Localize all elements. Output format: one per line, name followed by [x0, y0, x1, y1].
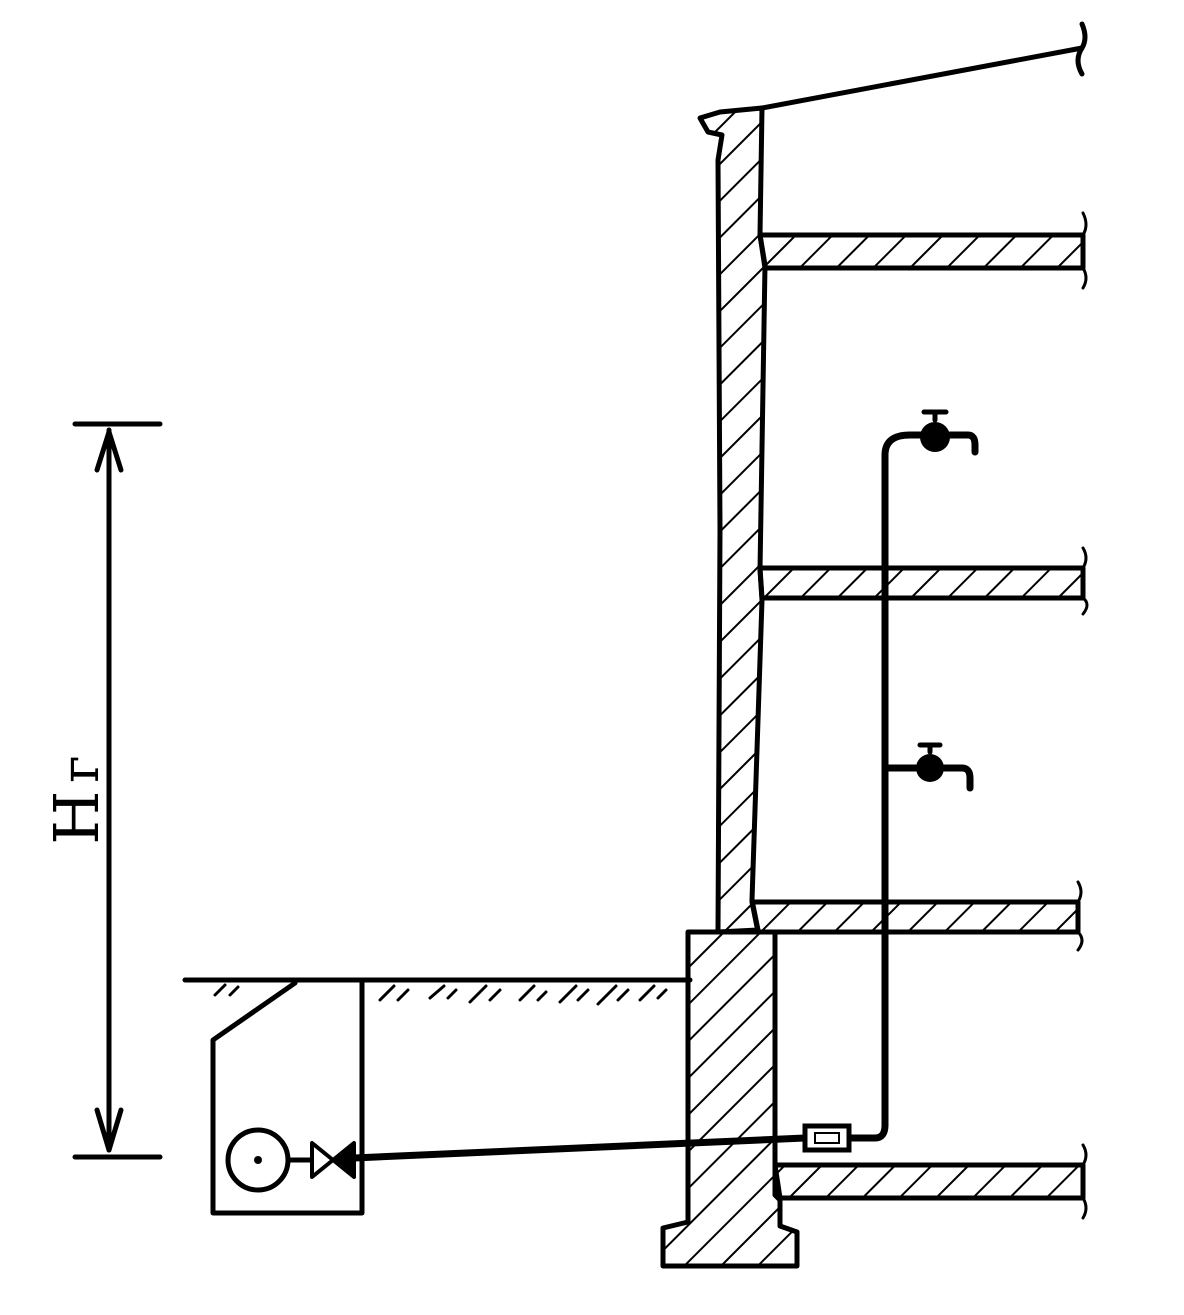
- floor-slab-upper: [757, 232, 1086, 271]
- ground-surface: [182, 977, 693, 1006]
- pump-icon: [225, 1127, 315, 1193]
- floor-slab-ground: [749, 899, 1081, 935]
- exterior-wall: [697, 105, 768, 935]
- faucet-upper-icon: [920, 409, 979, 456]
- basement-floor-slab: [772, 1162, 1086, 1201]
- pump-pit: [210, 980, 365, 1216]
- supply-pipe: [350, 431, 929, 1162]
- floor-slab-middle: [757, 565, 1086, 601]
- height-label: Hг: [40, 755, 113, 844]
- roof: [759, 21, 1088, 111]
- foundation: [660, 929, 800, 1269]
- water-meter-icon: [802, 1123, 852, 1153]
- height-dimension: [72, 421, 163, 1160]
- faucet-lower-icon: [881, 742, 974, 792]
- valve-icon: [310, 1141, 356, 1179]
- break-marks: [1076, 211, 1089, 1220]
